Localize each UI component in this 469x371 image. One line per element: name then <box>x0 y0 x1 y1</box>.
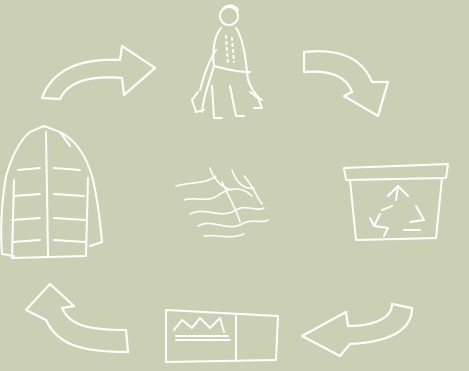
recycling-cycle-illustration <box>0 0 469 371</box>
cycle-canvas <box>0 0 469 371</box>
